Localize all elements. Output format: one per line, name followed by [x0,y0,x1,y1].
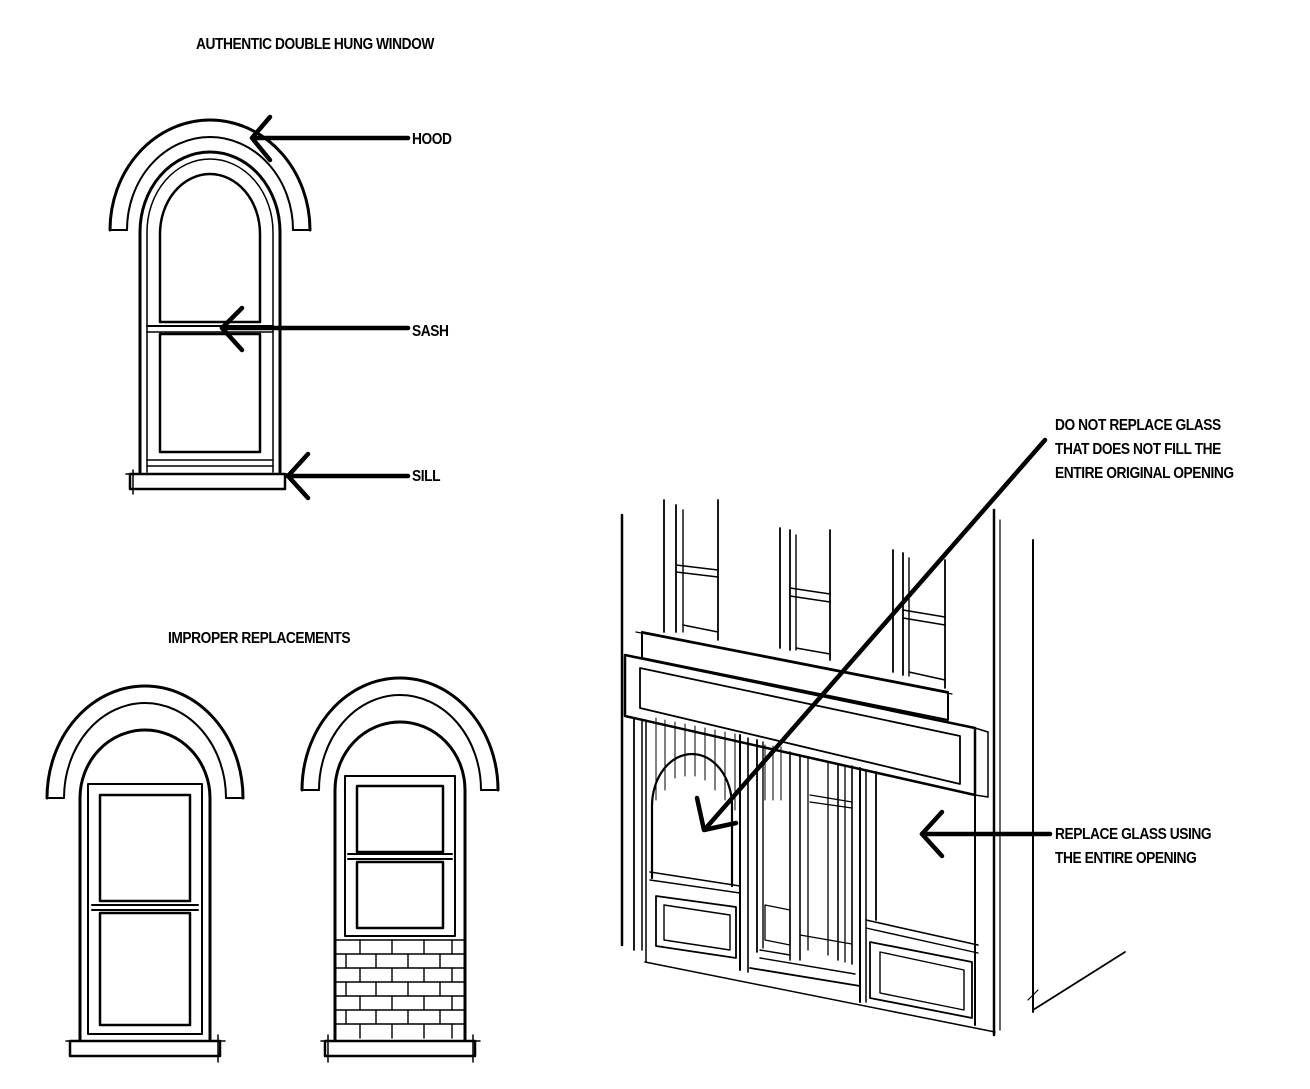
sill-label: SILL [412,468,441,485]
improper-window-1 [47,686,243,1062]
hood-label: HOOD [412,131,452,148]
improper-replacements-title: IMPROPER REPLACEMENTS [168,630,351,647]
brick-infill [335,940,465,1038]
sash-label: SASH [412,323,449,340]
authentic-window-title: AUTHENTIC DOUBLE HUNG WINDOW [196,36,434,53]
sill-arrow [285,451,408,501]
replace-using-line-2: THE ENTIRE OPENING [1055,850,1197,867]
hood-arrow [249,114,408,163]
replace-glass-arrow [919,809,1050,859]
authentic-window-drawing [110,120,310,494]
do-not-replace-line-2: THAT DOES NOT FILL THE [1055,441,1221,458]
do-not-replace-line-1: DO NOT REPLACE GLASS [1055,417,1221,434]
sash-arrow [219,305,408,353]
replace-using-line-1: REPLACE GLASS USING [1055,826,1212,843]
improper-window-2 [302,678,498,1062]
do-not-replace-line-3: ENTIRE ORIGINAL OPENING [1055,465,1234,482]
storefront-drawing [622,500,1125,1035]
do-not-replace-arrow [694,440,1045,833]
